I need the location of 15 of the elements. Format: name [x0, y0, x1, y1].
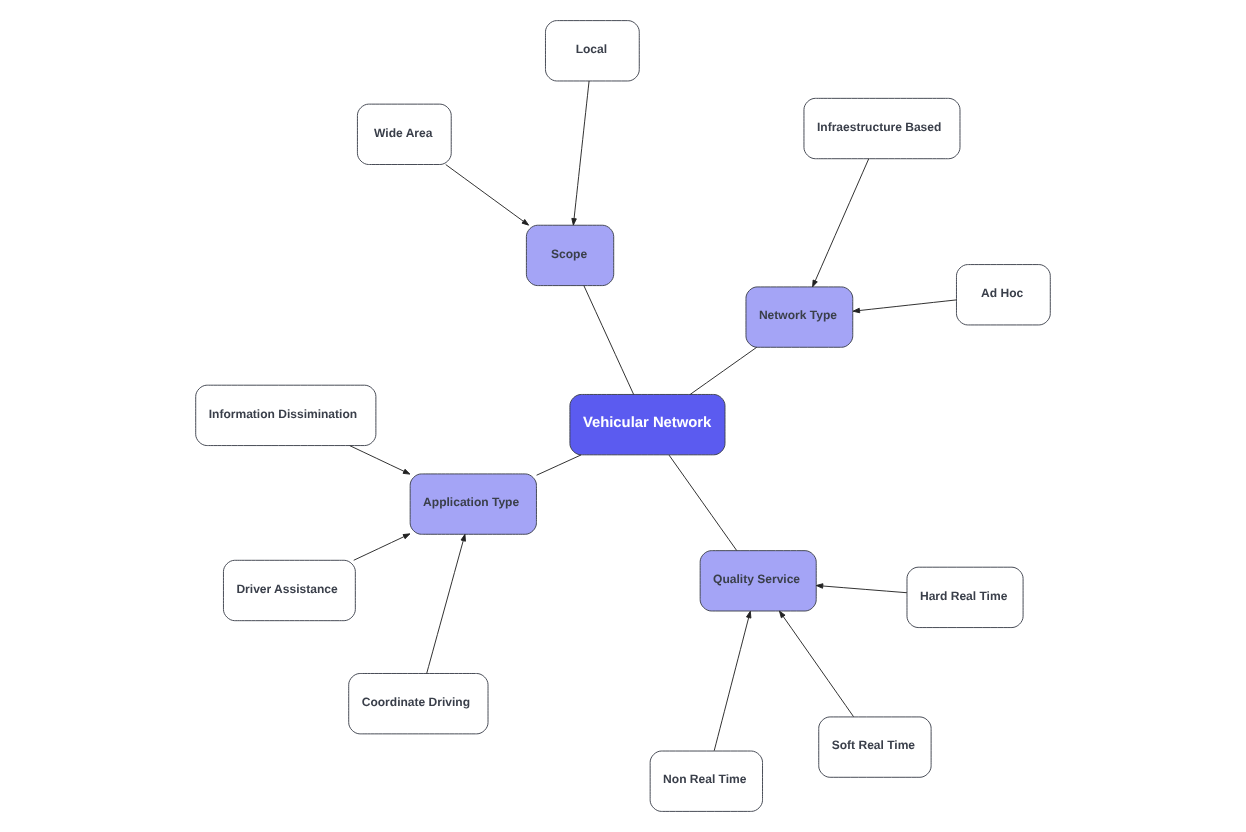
arrow — [852, 299, 957, 314]
connector — [536, 454, 582, 476]
arrow — [571, 80, 590, 226]
arrow — [812, 158, 870, 288]
connector — [668, 454, 738, 551]
node-box: Vehicular Network — [569, 394, 726, 456]
arrow — [779, 610, 854, 718]
arrow — [713, 610, 752, 752]
arrow — [349, 445, 411, 475]
connector — [583, 285, 635, 395]
arrow — [815, 583, 908, 594]
arrow — [426, 533, 466, 674]
connector — [689, 346, 758, 395]
arrow — [445, 164, 530, 226]
arrow — [353, 533, 411, 561]
